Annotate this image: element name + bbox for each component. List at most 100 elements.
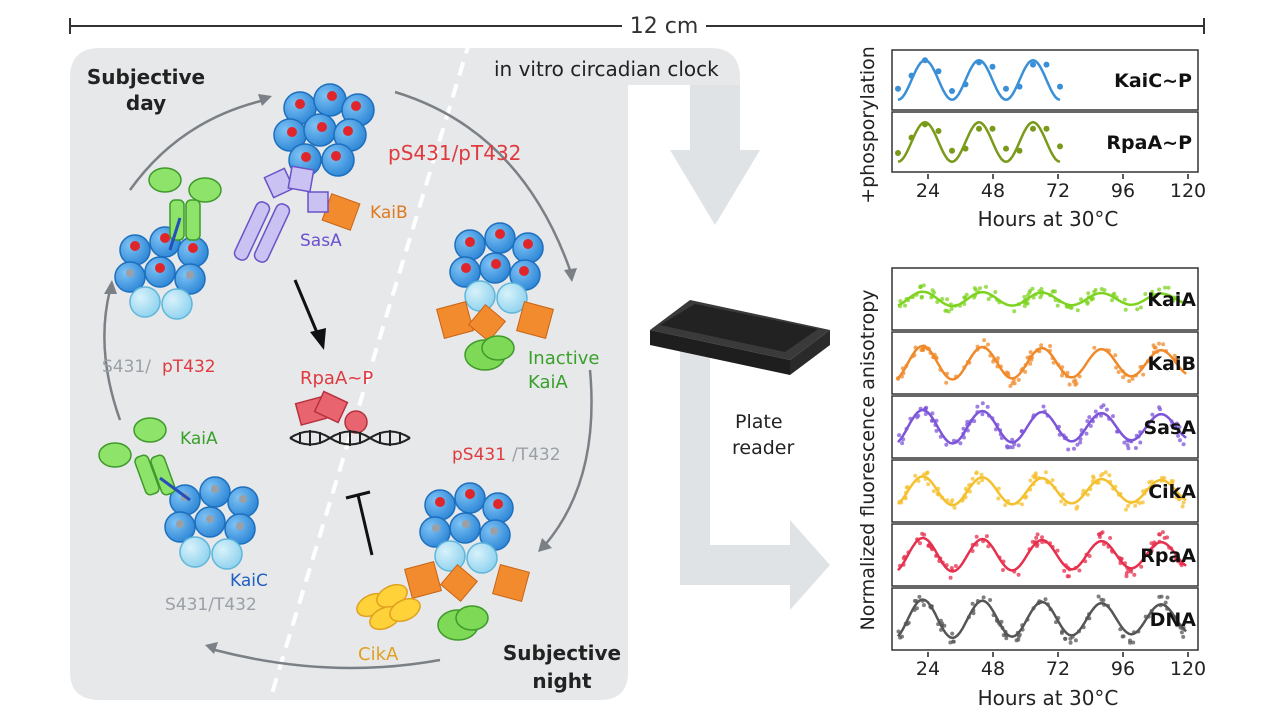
phos-point-0-1	[908, 72, 915, 79]
aniso-x-tick-label-2: 72	[1046, 658, 1070, 680]
aniso-point-2-72	[1177, 425, 1182, 429]
aniso-point-0-54	[1086, 291, 1091, 296]
kaic-label: KaiC	[230, 571, 268, 591]
aniso-point-3-79	[1060, 492, 1065, 497]
aniso-point-5-9	[981, 595, 986, 600]
aniso-point-5-55	[1016, 634, 1021, 639]
aniso-point-2-8	[934, 428, 939, 433]
aniso-point-0-64	[1123, 307, 1128, 312]
aniso-point-5-0	[988, 598, 993, 602]
aniso-point-3-5	[980, 478, 985, 483]
aniso-point-0-60	[1038, 295, 1043, 300]
aniso-point-1-78	[986, 342, 990, 347]
flow-arrow-down	[670, 85, 760, 225]
flow-arrow-right	[680, 350, 830, 610]
aniso-point-5-28	[948, 640, 953, 645]
aniso-point-0-90	[1022, 304, 1027, 309]
phos-point-0-6	[976, 59, 982, 66]
aniso-point-4-72	[1087, 554, 1092, 558]
aniso-point-0-5	[977, 286, 982, 291]
dna-helix	[289, 430, 411, 446]
aniso-point-3-83	[1180, 504, 1185, 509]
aniso-point-2-84	[1088, 424, 1093, 428]
aniso-point-3-105	[926, 482, 931, 487]
phos-track-0-frame	[891, 49, 1199, 111]
aniso-point-3-85	[1085, 492, 1090, 497]
aniso-point-3-17	[1133, 503, 1138, 508]
aniso-point-0-59	[1138, 305, 1143, 310]
aniso-point-4-79	[1034, 535, 1039, 540]
subjective-day-line2: day	[126, 91, 166, 115]
aniso-point-3-76	[996, 496, 1001, 501]
aniso-point-0-72	[1102, 288, 1107, 293]
aniso-point-0-88	[1053, 289, 1057, 294]
aniso-point-0-65	[943, 308, 948, 313]
aniso-point-0-16	[945, 297, 950, 302]
aniso-point-4-107	[984, 534, 989, 539]
aniso-point-0-22	[964, 292, 969, 297]
aniso-point-2-15	[1072, 446, 1076, 451]
aniso-point-1-63	[1073, 382, 1078, 387]
aniso-line-4	[897, 536, 1187, 573]
subjective-night-line1: Subjective	[503, 641, 621, 665]
phos-point-1-12	[1057, 143, 1063, 150]
aniso-point-4-8	[1016, 572, 1021, 577]
aniso-point-5-95	[1068, 636, 1073, 641]
aniso-point-5-103	[1181, 634, 1186, 639]
aniso-point-0-75	[919, 294, 924, 299]
phos-x-tick-label-0: 24	[916, 180, 940, 202]
aniso-point-2-61	[915, 415, 920, 420]
aniso-point-3-103	[904, 485, 909, 490]
aniso-point-2-24	[1041, 404, 1046, 409]
phos-point-0-12	[1057, 83, 1063, 90]
aniso-point-1-49	[1060, 373, 1064, 378]
aniso-x-tick-label-4: 120	[1170, 658, 1206, 680]
aniso-point-2-68	[1010, 437, 1015, 442]
aniso-point-2-43	[1181, 442, 1186, 447]
aniso-track-label-0: KaiA	[1147, 289, 1196, 311]
aniso-point-2-7	[1138, 440, 1143, 445]
aniso-point-5-58	[915, 606, 919, 611]
aniso-point-0-38	[1163, 285, 1167, 290]
aniso-point-2-77	[1126, 446, 1131, 451]
aniso-point-4-28	[1077, 568, 1082, 573]
aniso-point-3-22	[1107, 473, 1112, 478]
inactive-kaia-line1: Inactive	[528, 348, 599, 369]
aniso-point-0-106	[984, 284, 988, 289]
phos-point-1-0	[895, 150, 901, 156]
aniso-point-3-60	[1081, 488, 1086, 493]
aniso-point-2-99	[1133, 446, 1138, 450]
aniso-point-3-69	[925, 470, 930, 475]
aniso-point-1-65	[982, 338, 987, 343]
cycle-arrows	[103, 90, 593, 670]
phos-point-1-4	[949, 147, 955, 154]
aniso-ylabel: Normalized fluorescence anisotropy	[857, 289, 879, 630]
aniso-point-4-77	[1030, 539, 1035, 544]
aniso-point-2-26	[1174, 421, 1179, 426]
kaic-complex-left-top	[114, 167, 222, 320]
aniso-point-2-45	[1005, 444, 1009, 449]
aniso-point-1-9	[1008, 384, 1013, 388]
aniso-point-3-98	[1050, 478, 1055, 483]
aniso-point-0-47	[921, 283, 926, 288]
phos-xlabel: Hours at 30°C	[978, 207, 1119, 231]
aniso-point-0-37	[1143, 292, 1148, 296]
aniso-point-0-76	[949, 306, 954, 311]
phos-point-0-2	[922, 57, 928, 64]
aniso-point-4-65	[948, 575, 953, 580]
aniso-point-1-74	[919, 348, 924, 353]
aniso-point-1-67	[1092, 345, 1097, 350]
aniso-point-0-87	[1122, 297, 1127, 302]
aniso-track-label-1: KaiB	[1147, 353, 1196, 375]
kaic-complex-left-bottom	[98, 417, 259, 570]
aniso-point-4-54	[953, 564, 958, 568]
aniso-point-4-69	[1040, 535, 1044, 540]
aniso-point-0-108	[1135, 307, 1140, 312]
aniso-point-3-32	[976, 480, 981, 485]
aniso-point-2-98	[1176, 433, 1181, 438]
phos-point-0-5	[962, 81, 969, 88]
aniso-point-1-11	[1141, 372, 1146, 377]
aniso-point-5-93	[1043, 597, 1048, 602]
